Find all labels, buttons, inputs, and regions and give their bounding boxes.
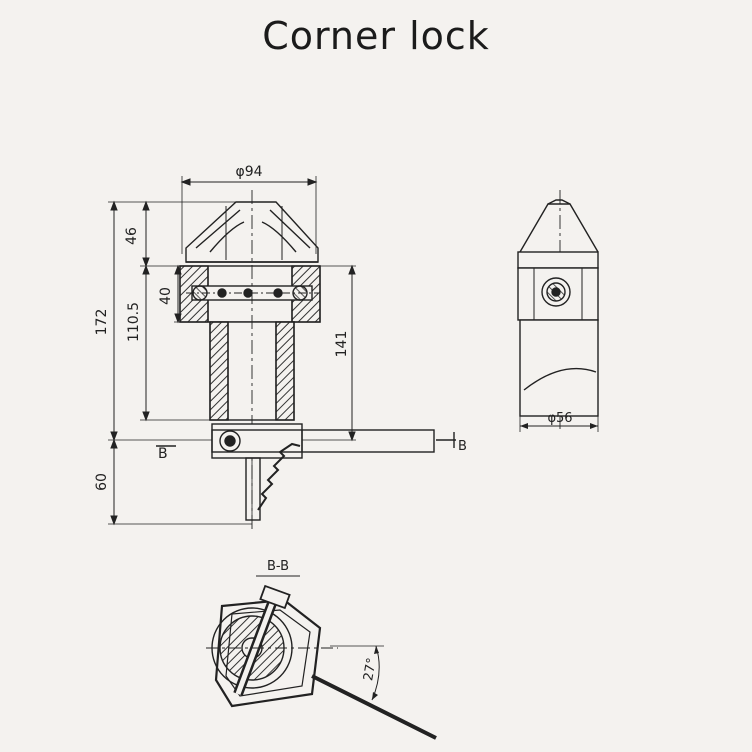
section-marker-left: B [158,446,168,462]
dim-46: 46 [124,227,140,245]
dim-40: 40 [158,287,174,305]
front-view [179,190,435,530]
dim-angle-27: 27° [361,657,380,682]
front-dimension-texts: φ94 46 40 172 110.5 141 60 B B [94,164,467,491]
side-view [517,190,599,432]
section-label: B-B [267,559,289,574]
dim-60: 60 [94,473,110,491]
section-bb-view [206,575,437,740]
drawing-title: Corner lock [262,14,490,58]
dim-110-5: 110.5 [126,302,142,342]
dim-172: 172 [94,309,110,336]
dim-141: 141 [334,331,350,358]
section-marker-right: B [458,439,467,454]
dim-phi56: φ56 [547,411,572,426]
dim-phi94: φ94 [235,164,262,180]
front-dimensions [108,176,456,526]
